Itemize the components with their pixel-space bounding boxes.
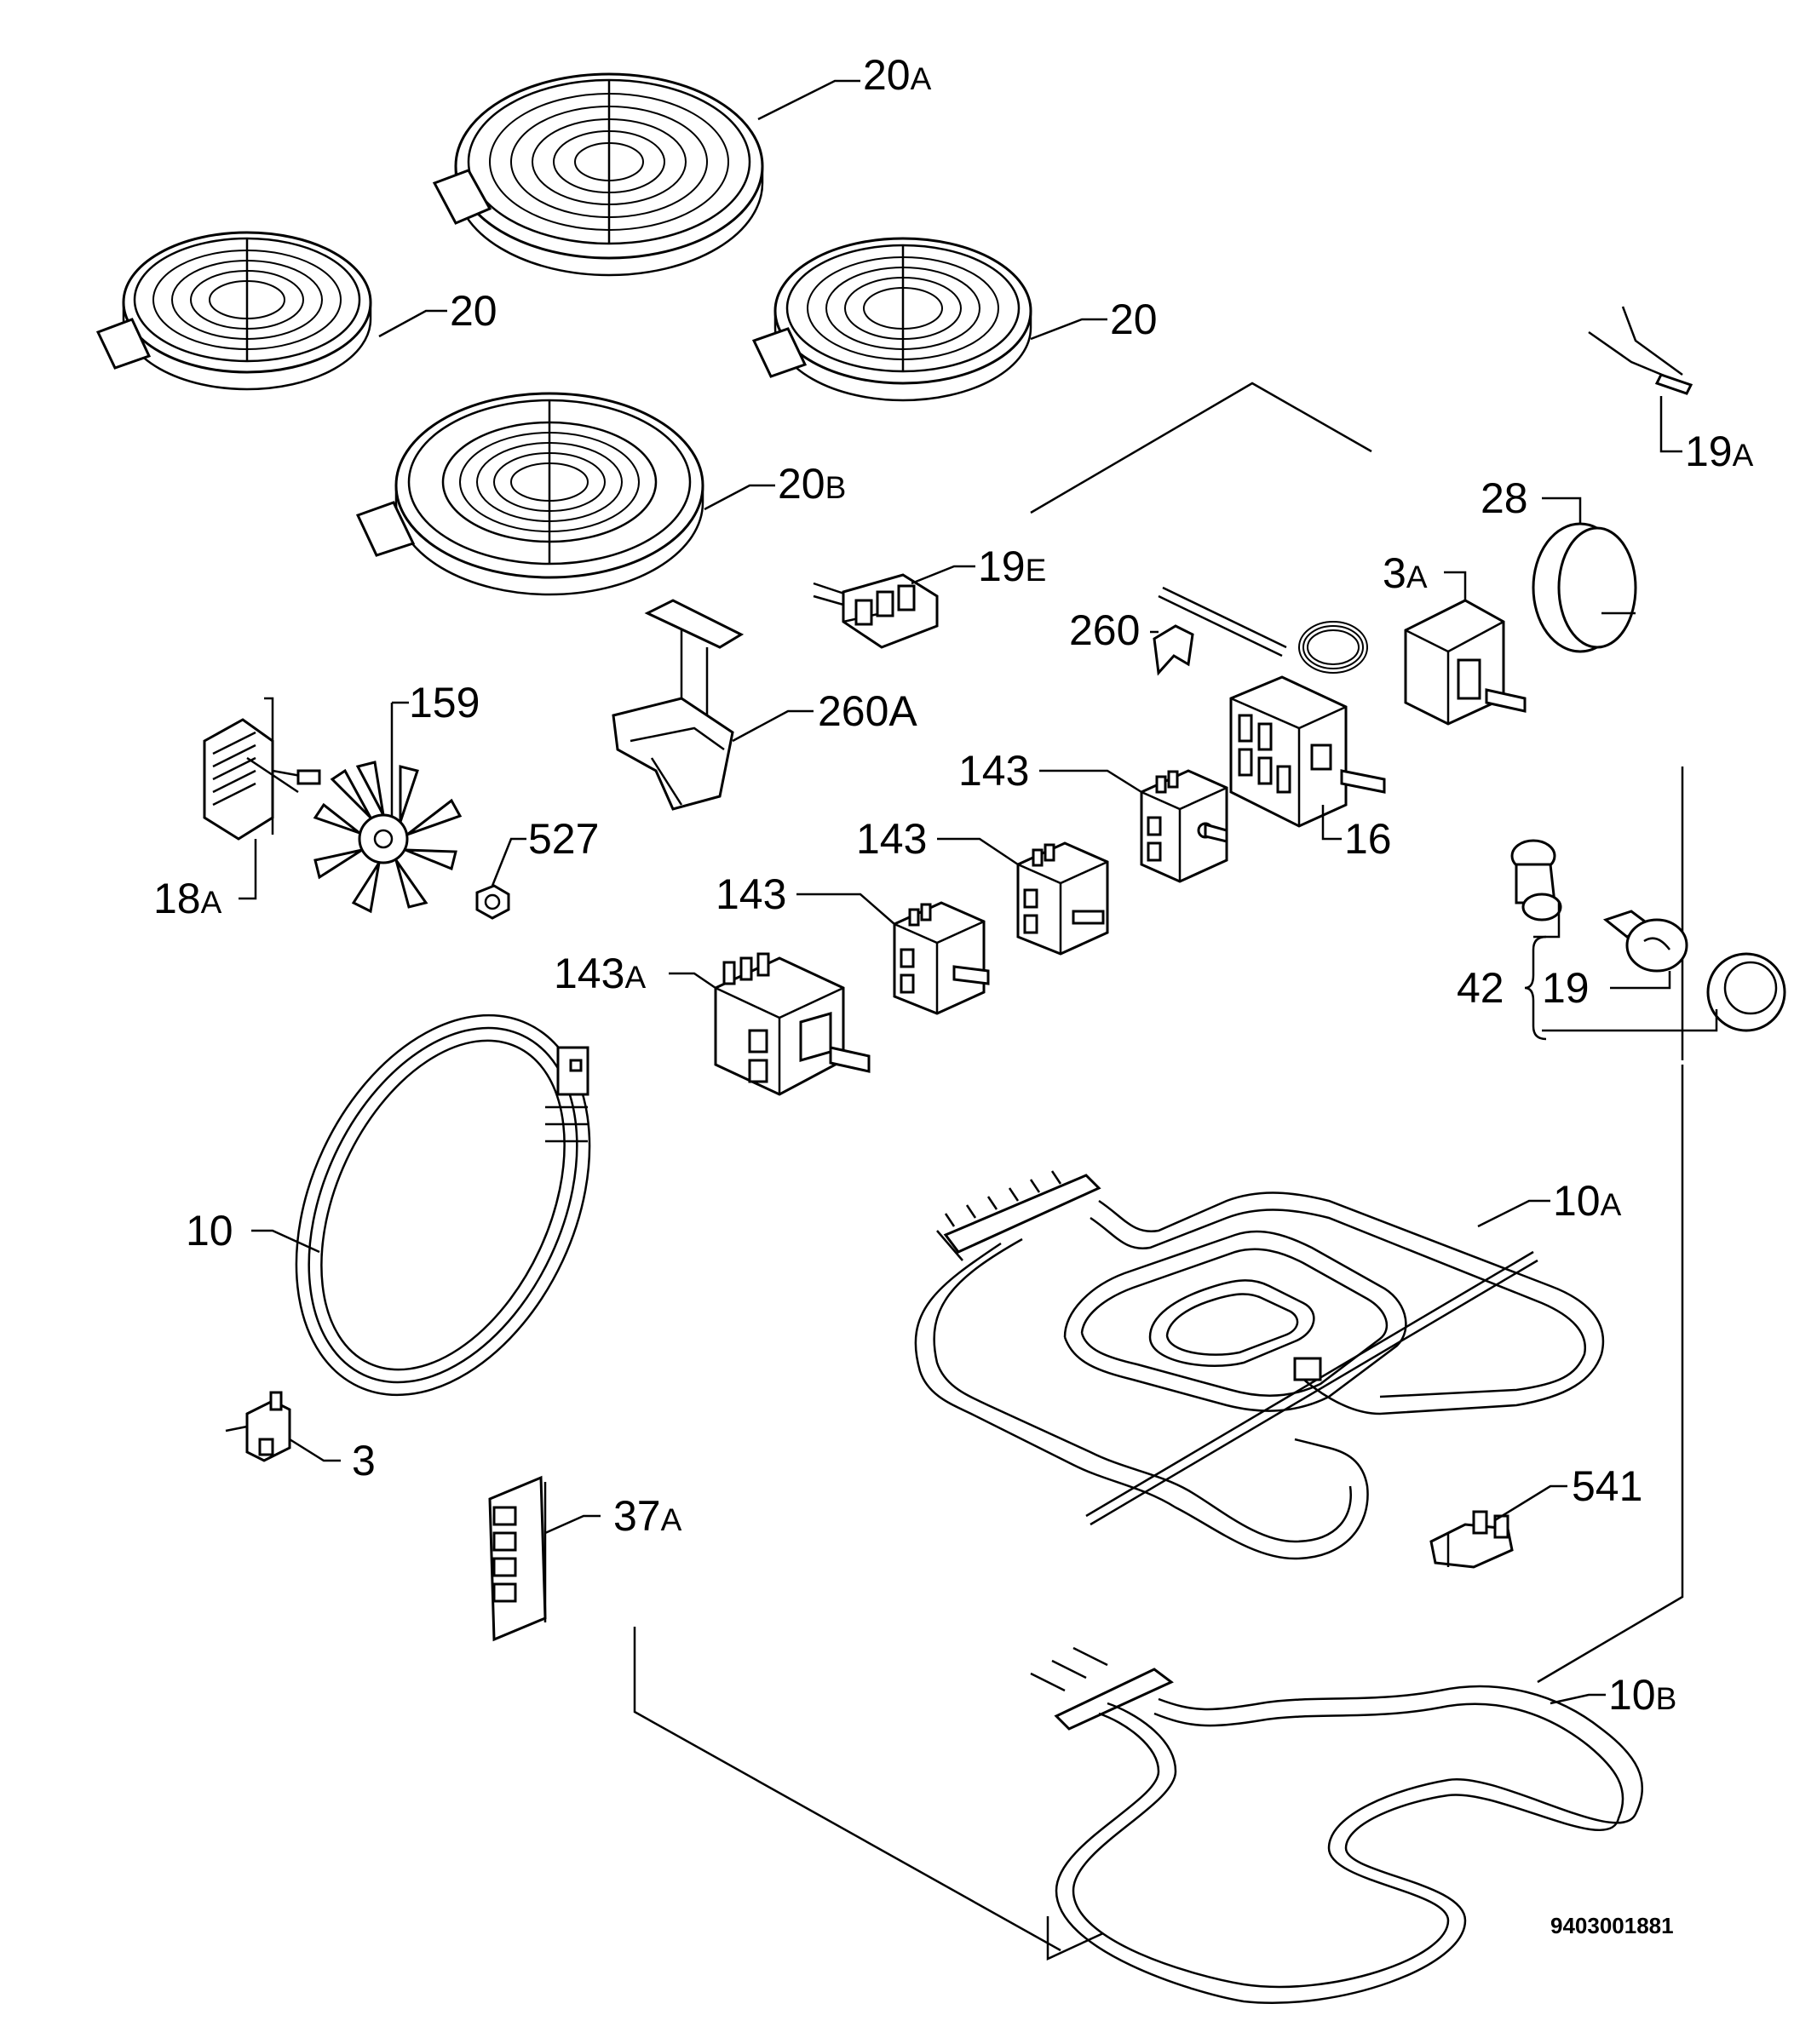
label-20-left: 20 [450,287,497,335]
label-19: 19 [1542,964,1590,1012]
label-18a: 18A [153,875,222,922]
label-260a: 260A [818,687,917,735]
grouping-lines [633,382,1684,1961]
label-16: 16 [1344,815,1392,863]
sensor-19a [1588,306,1693,395]
label-37a: 37A [613,1492,682,1540]
bulb-19 [1602,910,1688,973]
switch-16 [1229,675,1386,828]
lamp-holder-42 [1510,839,1562,922]
hotplate-20b [355,392,704,596]
label-159: 159 [409,679,480,726]
lamp-cover-42 [1706,952,1786,1032]
switch-143-low [893,901,990,1015]
label-260: 260 [1069,606,1140,654]
thermostat-3a [1158,586,1527,726]
label-20a: 20A [863,51,932,99]
switch-143-mid [1016,841,1109,956]
part-labels: 20A 20 20 20B 19A 28 3A 19E 260 260A 159… [153,51,1754,1938]
terminal-19e [813,573,939,649]
label-20b: 20B [778,460,846,508]
cap-28 [1532,522,1637,653]
fan-159 [313,703,463,914]
label-19a: 19A [1685,428,1754,475]
label-143-low: 143 [716,870,786,918]
leader-lines [239,79,1682,1705]
label-28: 28 [1481,474,1528,522]
brace-42 [1524,901,1718,1041]
label-527: 527 [528,815,599,863]
switch-143-top [1140,769,1228,883]
label-3: 3 [352,1437,376,1484]
label-143a: 143A [554,950,646,997]
label-10a: 10A [1553,1177,1622,1225]
hotplate-20-right [751,237,1032,402]
diagram-reference-number: 9403001881 [1550,1913,1674,1938]
hotplate-20-left [95,231,372,391]
label-10b: 10B [1608,1671,1676,1719]
label-143-mid: 143 [856,815,927,863]
label-541: 541 [1572,1462,1642,1510]
clip-260 [1153,624,1194,676]
terminal-strip-37a [488,1475,547,1642]
nut-527 [475,884,510,920]
label-20-right: 20 [1110,296,1158,343]
element-10a [914,1170,1605,1560]
element-10 [295,1013,591,1397]
label-143-top: 143 [958,747,1029,795]
label-19e: 19E [978,543,1046,590]
hotplate-20a [432,72,764,277]
label-3a: 3A [1383,549,1428,597]
motor-18a [203,697,321,841]
label-10: 10 [186,1207,233,1255]
label-42: 42 [1457,964,1504,1012]
terminal-3 [225,1391,291,1462]
switch-143a [714,952,871,1096]
bracket-260a [612,599,745,811]
element-10b [1030,1646,1644,2004]
socket-541 [1429,1510,1514,1569]
